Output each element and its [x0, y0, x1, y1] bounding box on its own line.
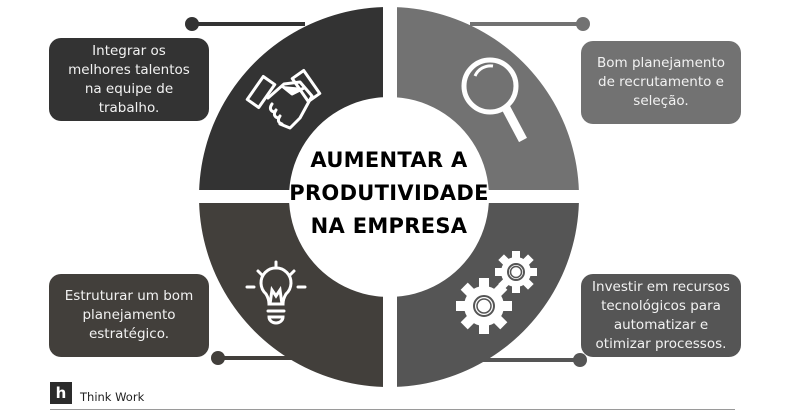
brand-logo: h [50, 382, 72, 404]
text-box-bottom-right: Investir em recursos tecnológicos para a… [581, 274, 741, 357]
brand-name: Think Work [80, 390, 145, 404]
text-box-label: Bom planejamento de recrutamento e seleç… [596, 55, 725, 109]
footer: h Think Work [50, 382, 144, 404]
connector-top-left [185, 17, 305, 31]
connector-top-right [470, 17, 590, 31]
handshake-icon [245, 69, 322, 130]
gears-icon [456, 251, 537, 334]
text-box-label: Integrar os melhores talentos na equipe … [68, 42, 190, 116]
text-box-bottom-left: Estruturar um bom planejamento estratégi… [49, 274, 209, 357]
text-box-top-right: Bom planejamento de recrutamento e seleç… [581, 41, 741, 124]
text-box-label: Estruturar um bom planejamento estratégi… [64, 288, 194, 342]
center-title: AUMENTAR A PRODUTIVIDADE NA EMPRESA [289, 148, 489, 238]
lightbulb-icon [245, 260, 307, 325]
magnifier-icon [461, 57, 527, 143]
connector-bottom-right [480, 353, 587, 367]
text-box-label: Investir em recursos tecnológicos para a… [592, 278, 730, 352]
connector-bottom-left [211, 351, 300, 365]
text-box-top-left: Integrar os melhores talentos na equipe … [49, 38, 209, 121]
footer-divider [50, 409, 735, 410]
